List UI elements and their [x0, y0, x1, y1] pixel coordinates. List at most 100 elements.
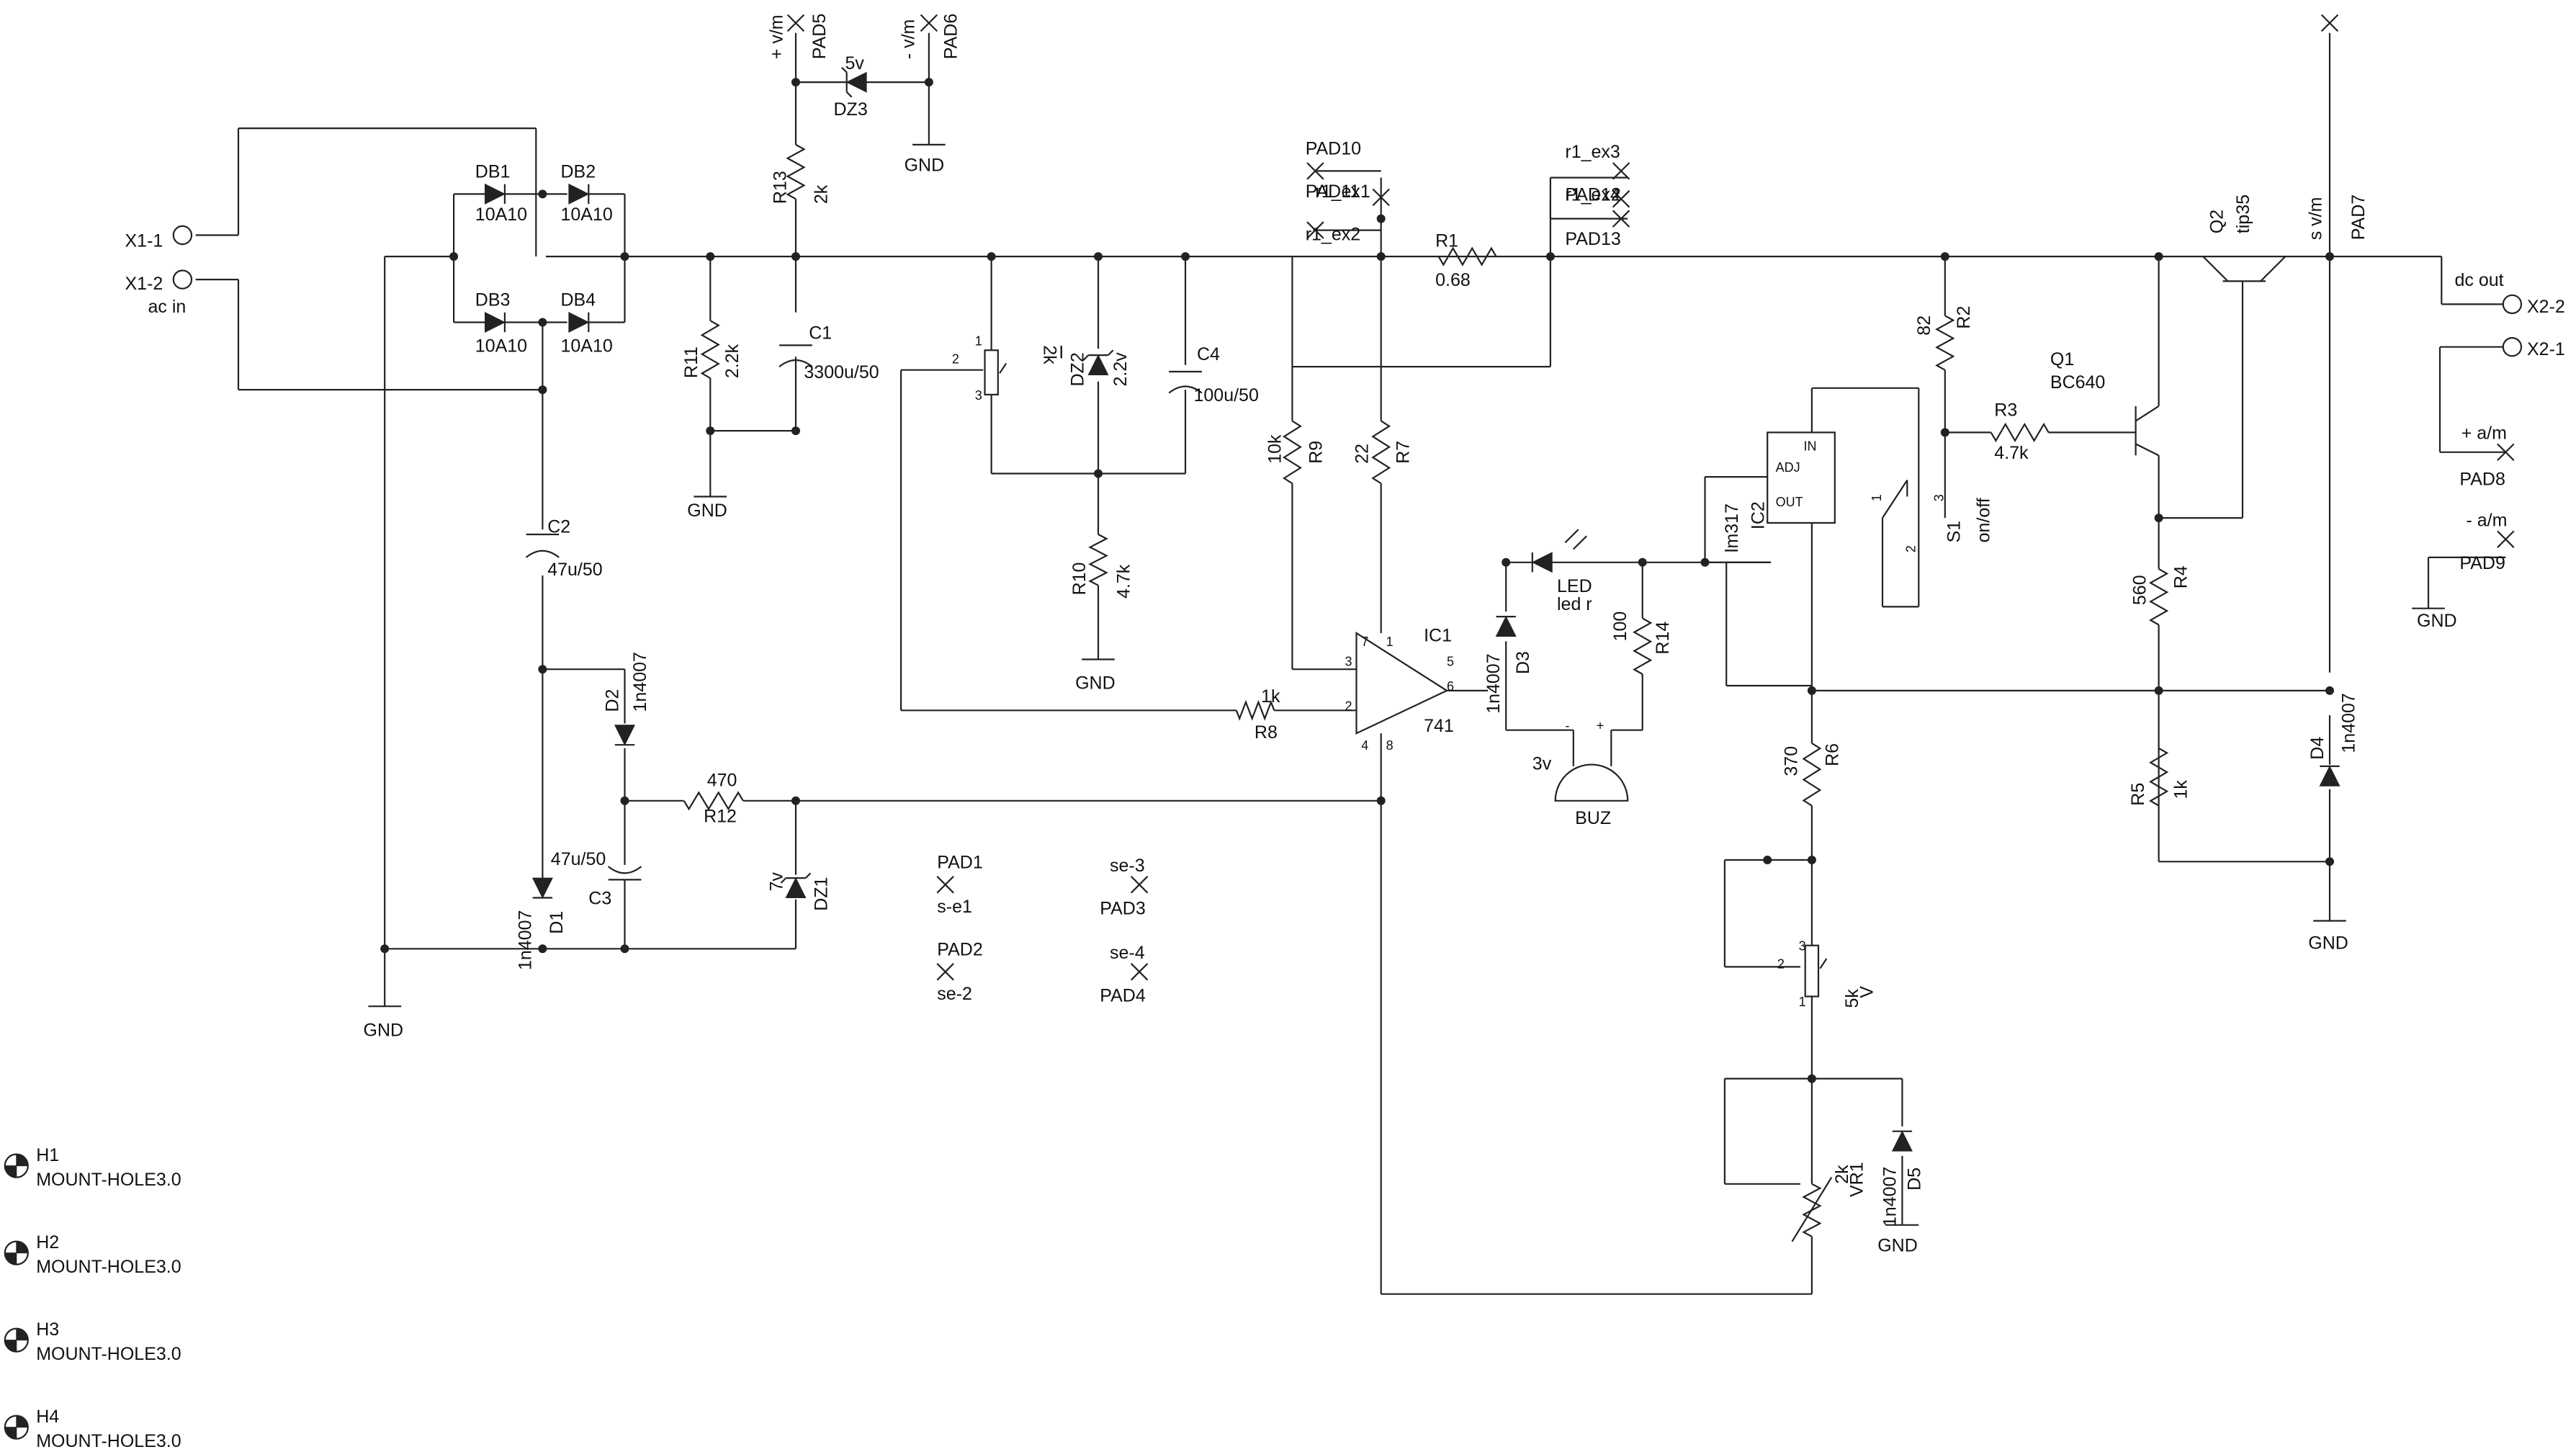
- label-pad8v: + a/m: [2461, 424, 2507, 444]
- junction-dot: [987, 252, 996, 261]
- label-r12: R12: [704, 807, 737, 827]
- pad-cross-stroke: [936, 963, 954, 981]
- label-pot1p2: 2: [952, 352, 959, 367]
- label-h3v: MOUNT-HOLE3.0: [36, 1344, 181, 1364]
- label-s1v: on/off: [1973, 498, 1993, 542]
- label-pot2p3: 3: [1799, 939, 1806, 954]
- junction-dot: [1545, 252, 1555, 261]
- diode-d2: [614, 725, 636, 746]
- pad-cross-marker: [1130, 876, 1149, 894]
- label-gnd1: GND: [905, 155, 945, 175]
- label-buzv: 3v: [1532, 753, 1552, 774]
- label-rex3: r1_ex3: [1565, 142, 1620, 162]
- label-db1v: 10A10: [475, 205, 527, 225]
- junction-dot: [791, 426, 800, 436]
- label-h4: H4: [36, 1407, 59, 1427]
- label-q1: Q1: [2050, 349, 2074, 369]
- junction-dot: [2154, 514, 2163, 523]
- label-db1: DB1: [475, 162, 511, 182]
- terminal-connector: [172, 269, 193, 290]
- label-r10v: 4.7k: [1113, 564, 1134, 599]
- label-pot2p2: 2: [1777, 957, 1785, 972]
- label-c2: C2: [547, 517, 570, 537]
- pad-cross-stroke: [1612, 162, 1630, 180]
- bridge-diode-db1: [485, 183, 506, 205]
- diode-d1: [531, 877, 553, 899]
- junction-dot: [2325, 857, 2334, 866]
- label-se1: s-e1: [937, 897, 972, 917]
- diode-body: [568, 183, 590, 205]
- resistor-symbol: [700, 320, 720, 380]
- diode-body: [1495, 615, 1517, 637]
- label-db3: DB3: [475, 290, 511, 310]
- label-ic1: IC1: [1424, 625, 1452, 645]
- label-r3v: 4.7k: [1994, 443, 2029, 463]
- label-s1p1: 1: [1870, 494, 1884, 501]
- junction-dot: [1940, 428, 1949, 437]
- label-dz3v: 5v: [845, 53, 865, 73]
- mount-hole-quadrant: [16, 1415, 29, 1428]
- zener-tip: [804, 872, 812, 879]
- label-r10: R10: [1069, 563, 1090, 596]
- pad-cross-marker: [1612, 190, 1630, 208]
- label-r11v: 2.2k: [722, 344, 742, 378]
- resistor-symbol: [1437, 246, 1497, 266]
- pad-cross-marker: [936, 963, 954, 981]
- label-h4v: MOUNT-HOLE3.0: [36, 1431, 181, 1451]
- resistor-zigzag: [683, 791, 744, 811]
- diode-d4: [2319, 765, 2341, 786]
- label-ic1p4: 4: [1361, 738, 1368, 753]
- buzzer: [1554, 754, 1629, 802]
- resistor-symbol: [1282, 420, 1302, 485]
- label-r4v: 560: [2130, 575, 2150, 605]
- label-pad7v: s v/m: [2306, 197, 2326, 241]
- pad-cross-marker: [1306, 221, 1324, 239]
- resistor-symbol: [2149, 747, 2169, 807]
- capacitor-c2: [525, 533, 560, 558]
- label-r7v: 22: [1352, 444, 1373, 464]
- label-d1v: 1n4007: [515, 910, 535, 970]
- junction-dot: [924, 78, 933, 87]
- capacitor-plate-curved: [1168, 385, 1203, 394]
- zener-tip: [845, 91, 853, 98]
- resistor-symbol: [1990, 422, 2050, 442]
- diode-body: [1891, 1130, 1913, 1152]
- diode-body: [2319, 765, 2341, 786]
- label-gnd5: GND: [2417, 611, 2457, 631]
- pad-cross-stroke: [786, 14, 805, 32]
- label-rex4: r1_ex4: [1565, 185, 1620, 205]
- label-s1: S1: [1944, 521, 1964, 543]
- label-q2v: tip35: [2233, 194, 2253, 233]
- label-r6: R6: [1822, 743, 1842, 766]
- junctions: [380, 78, 2334, 1083]
- resistor-symbol: [1235, 699, 1275, 721]
- resistor-symbol: [683, 791, 744, 811]
- label-ic1p5: 5: [1447, 655, 1454, 669]
- junction-dot: [1376, 796, 1386, 805]
- label-r14v: 100: [1610, 611, 1630, 642]
- mount-hole: [4, 1327, 29, 1353]
- junction-dot: [1807, 1074, 1816, 1083]
- label-se4: se-4: [1110, 943, 1145, 963]
- label-pad6: PAD6: [941, 14, 961, 59]
- label-c3: C3: [588, 889, 611, 909]
- diode-body: [1531, 552, 1553, 573]
- label-r4: R4: [2171, 565, 2191, 588]
- pad-cross-marker: [1612, 162, 1630, 180]
- label-c4v: 100u/50: [1194, 385, 1259, 405]
- pad-cross-stroke: [2320, 14, 2339, 32]
- label-pad13: PAD13: [1565, 229, 1620, 249]
- label-ic2adj: ADJ: [1776, 460, 1800, 475]
- zener-diode-dz3: [841, 66, 867, 98]
- transistor-q2: [2202, 256, 2286, 282]
- wires: [195, 32, 2506, 1295]
- zener-tip: [1107, 349, 1114, 356]
- pad-cross-stroke: [1306, 221, 1324, 239]
- mount-hole: [4, 1153, 29, 1178]
- label-se2: se-2: [937, 984, 972, 1004]
- label-ic1p7: 7: [1361, 635, 1368, 649]
- label-ic2: IC2: [1749, 501, 1769, 529]
- label-d3: D3: [1513, 651, 1533, 674]
- zener-tip: [841, 66, 848, 73]
- resistor-symbol: [1088, 534, 1108, 586]
